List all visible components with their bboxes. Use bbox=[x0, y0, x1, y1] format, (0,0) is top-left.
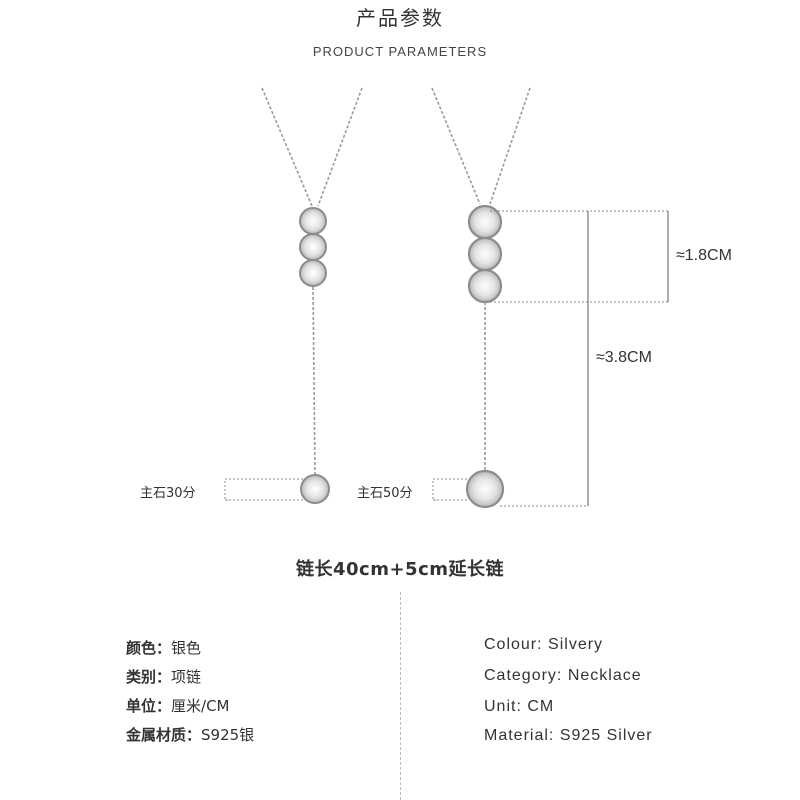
left-chain-right-strand bbox=[317, 87, 363, 207]
spec-cn-category: 类别：项链 bbox=[126, 666, 201, 687]
right-stone-label: 主石50分 bbox=[357, 486, 413, 501]
spec-cn-color: 颜色：银色 bbox=[126, 637, 201, 658]
spec-en-value: S925 Silver bbox=[559, 727, 653, 744]
dimension-short-lines bbox=[490, 210, 669, 303]
left-main-stone bbox=[300, 474, 330, 504]
page-title: 产品参数 bbox=[356, 6, 444, 30]
left-drop-chain bbox=[312, 286, 316, 475]
dimension-long-lines bbox=[500, 211, 589, 507]
spec-en-value: CM bbox=[527, 698, 555, 715]
spec-cn-unit: 单位：厘米/CM bbox=[126, 695, 230, 716]
right-stone-bracket bbox=[432, 478, 467, 501]
spec-cn-value: 银色 bbox=[171, 639, 202, 657]
spec-cn-key: 颜色： bbox=[126, 639, 172, 657]
right-main-stone bbox=[465, 469, 505, 509]
spec-en-key: Category: bbox=[484, 667, 563, 684]
spec-en-key: Material: bbox=[484, 727, 555, 744]
left-pendant-stones bbox=[299, 207, 327, 287]
left-chain-left-strand bbox=[261, 87, 313, 207]
spec-en-key: Colour: bbox=[484, 636, 543, 653]
dimension-short-label: ≈1.8CM bbox=[676, 247, 732, 264]
spec-en-material: Material: S925 Silver bbox=[484, 727, 653, 745]
chain-length-text: 链长40cm+5cm延长链 bbox=[295, 559, 504, 580]
spec-divider bbox=[400, 592, 401, 800]
spec-cn-key: 单位： bbox=[126, 697, 172, 715]
spec-en-category: Category: Necklace bbox=[484, 667, 642, 685]
spec-cn-value: 厘米/CM bbox=[171, 697, 230, 715]
spec-cn-material: 金属材质：S925银 bbox=[126, 724, 254, 745]
spec-en-value: Necklace bbox=[567, 667, 642, 684]
spec-cn-value: 项链 bbox=[171, 668, 202, 686]
spec-en-colour: Colour: Silvery bbox=[484, 636, 603, 654]
right-chain-right-strand bbox=[489, 87, 531, 205]
spec-cn-key: 金属材质： bbox=[126, 726, 202, 744]
right-pendant-stones bbox=[467, 204, 503, 304]
right-chain-left-strand bbox=[431, 87, 481, 205]
right-necklace bbox=[431, 87, 669, 509]
spec-cn-value: S925银 bbox=[201, 726, 255, 744]
spec-en-key: Unit: bbox=[484, 698, 522, 715]
dimension-long-label: ≈3.8CM bbox=[596, 349, 652, 366]
left-stone-label: 主石30分 bbox=[140, 486, 196, 501]
spec-en-value: Silvery bbox=[548, 636, 604, 653]
spec-en-unit: Unit: CM bbox=[484, 698, 554, 716]
spec-cn-key: 类别： bbox=[126, 668, 172, 686]
left-necklace bbox=[224, 87, 363, 504]
left-stone-bracket bbox=[224, 478, 303, 501]
page-subtitle: PRODUCT PARAMETERS bbox=[312, 44, 488, 59]
